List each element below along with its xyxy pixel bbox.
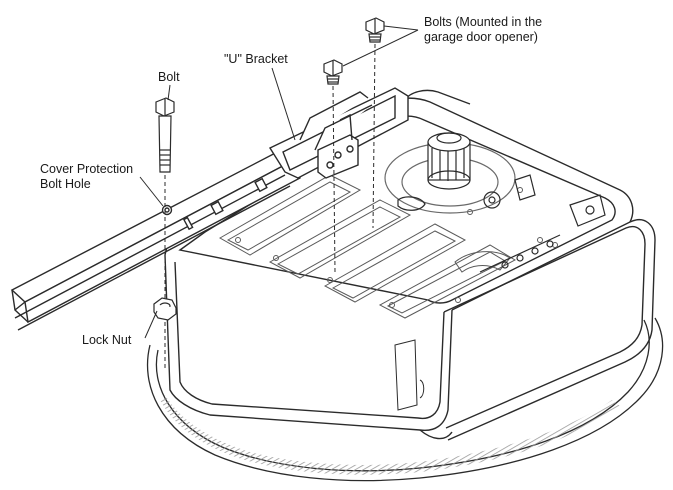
u-bracket [268,87,409,179]
rail [10,147,301,331]
u-bracket-label: "U" Bracket [224,52,288,66]
long-bolt [155,97,175,173]
cover-protection-label: Cover Protection Bolt Hole [40,162,133,192]
cover-label-line1: Cover Protection [40,162,134,176]
bolts-mounted-label: Bolts (Mounted in the garage door opener… [424,15,542,45]
cover-label-line2: Bolt Hole [40,177,91,191]
opener-bolt-middle [323,59,343,85]
lock-nut [153,297,177,321]
lock-nut-label: Lock Nut [82,333,132,347]
opener-base [146,317,664,482]
opener-housing [164,89,656,441]
opener-bolt-top [365,17,385,43]
bolts-label-line2: garage door opener) [424,30,538,44]
bolts-label-line1: Bolts (Mounted in the [424,15,543,29]
leader-lines [139,25,419,339]
bolt-label: Bolt [158,70,180,84]
gear-assembly [384,132,606,273]
alignment-lines [164,43,376,370]
